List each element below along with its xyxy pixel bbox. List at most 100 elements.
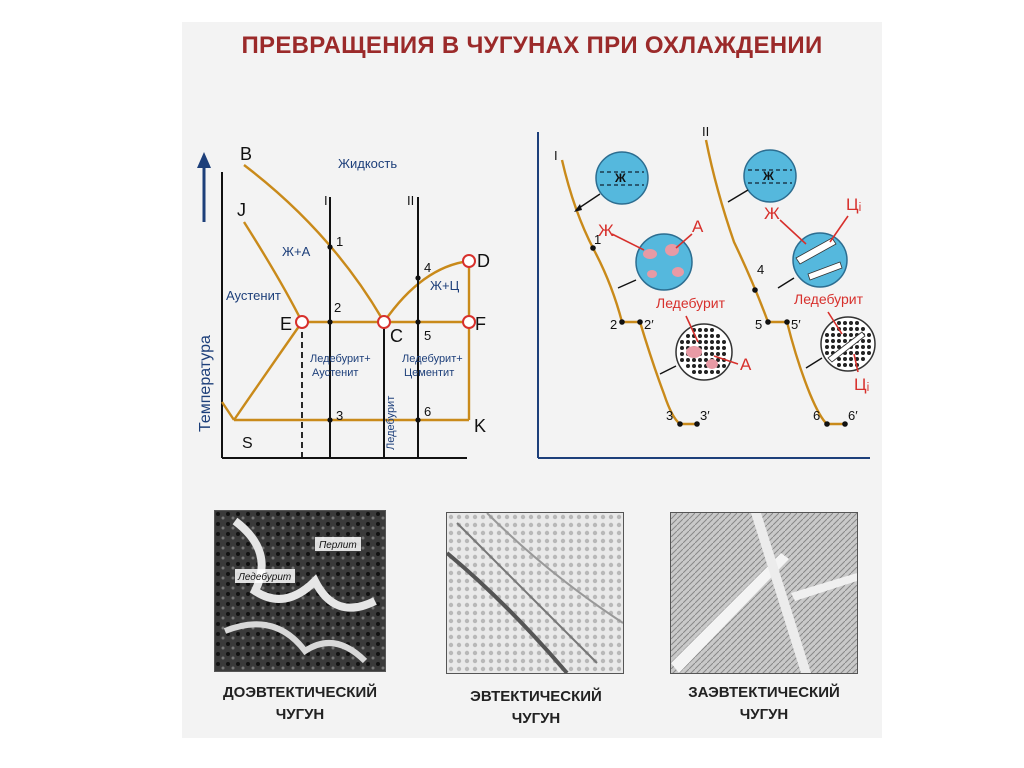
curve1-num-3: 3 [666, 408, 673, 423]
ledeburite-dot [680, 352, 684, 356]
liquidus-bc [243, 164, 386, 323]
bubble-ii-pointer-1 [727, 189, 749, 203]
ledeburite-dot [692, 340, 696, 344]
ledeburite-dot [704, 346, 708, 350]
ledeburite-dot [831, 345, 835, 349]
curve1-dot-3p [694, 421, 700, 427]
ledeburite-dot [698, 334, 702, 338]
ledeburite-dot [722, 364, 726, 368]
region-liquid: Жидкость [338, 156, 397, 171]
ledeburite-dot [843, 357, 847, 361]
ledeburite-dot [867, 345, 871, 349]
point-c-label: C [390, 326, 403, 346]
marker-dot-1 [327, 244, 333, 250]
liquidus-cd [383, 259, 470, 323]
marker-num-4: 4 [424, 260, 431, 275]
ledeburite-dot [843, 339, 847, 343]
ledeburite-dot [704, 352, 708, 356]
curve2-num-6: 6 [813, 408, 820, 423]
point-e-label: E [280, 314, 292, 334]
liquid-bubble-ii: Ж [743, 149, 797, 203]
arrow-ts-ii [829, 215, 849, 243]
ledeburite-dot [837, 339, 841, 343]
liquid-bubble-ii-label: Ж [762, 169, 774, 183]
point-f-marker [462, 315, 476, 329]
curve2-num-6p: 6′ [848, 408, 858, 423]
ledeburite-dot [843, 333, 847, 337]
ledeburite-dot [825, 333, 829, 337]
curve2-dot-6 [824, 421, 830, 427]
ledeburite-dot [855, 321, 859, 325]
marker-num-2: 2 [334, 300, 341, 315]
caption-hypoeutectic: ДОЭВТЕКТИЧЕСКИЙ ЧУГУН [190, 682, 410, 726]
alloy-label-i: I [324, 193, 328, 208]
slide: ПРЕВРАЩЕНИЯ В ЧУГУНАХ ПРИ ОХЛАЖДЕНИИ Тем… [182, 22, 882, 738]
bubble-i-pointer-3 [659, 365, 677, 375]
ledeburite-dot [861, 327, 865, 331]
curve2-dot-5 [765, 319, 771, 325]
marker-num-1: 1 [336, 234, 343, 249]
caption-hypoeutectic-line1: ДОЭВТЕКТИЧЕСКИЙ [222, 684, 378, 701]
ledeburite-dot [710, 340, 714, 344]
ledeburite-dot [837, 333, 841, 337]
ledeburite-dot [686, 364, 690, 368]
bubble-ii-pointer-3 [805, 357, 823, 369]
region-ledeburite-cementite-line2: Цементит [404, 367, 454, 379]
ledeburite-dot [698, 364, 702, 368]
caption-hypoeutectic-line2: ЧУГУН [275, 706, 325, 723]
ledeburite-dot [722, 352, 726, 356]
curve1-dot-1 [590, 245, 596, 251]
curve2-dot-4 [752, 287, 758, 293]
ledeburite-dot [843, 321, 847, 325]
liquid-bubble-i-label: Ж [614, 171, 626, 185]
curve1-num-3p: 3′ [700, 408, 710, 423]
ledeburite-dot [704, 340, 708, 344]
line-s-corner [221, 401, 235, 421]
curve1-dot-3 [677, 421, 683, 427]
temperature-arrowhead [197, 152, 211, 168]
curve1-dot-2p [637, 319, 643, 325]
ledeburite-dot [716, 334, 720, 338]
label-ledeburit-i: Ледебурит [656, 295, 726, 311]
curve1-num-2p: 2′ [644, 317, 654, 332]
curve-label-ii: II [702, 124, 709, 139]
point-c-marker [377, 315, 391, 329]
point-e-marker [295, 315, 309, 329]
ledeburite-dot [704, 370, 708, 374]
ledeburite-dot [855, 345, 859, 349]
ledeburite-dot [855, 351, 859, 355]
region-ledeburite-austenite-line1: Ледебурит+ [310, 353, 371, 365]
curve2-dot-5p [784, 319, 790, 325]
point-d-label: D [477, 251, 490, 271]
region-liquid-austenite: Ж+А [282, 244, 311, 259]
ledeburite-dot [680, 358, 684, 362]
ledeburite-dot [698, 370, 702, 374]
ledeburite-dot [843, 363, 847, 367]
ledeburite-dot [867, 333, 871, 337]
point-d-marker [462, 254, 476, 268]
ledeburite-dot [704, 328, 708, 332]
caption-hypereutectic: ЗАЭВТЕКТИЧЕСКИЙ ЧУГУН [654, 682, 874, 726]
marker-num-5: 5 [424, 328, 431, 343]
bubble-ii-pointer-2 [777, 277, 795, 289]
marker-dot-6 [415, 417, 421, 423]
ledeburite-dot [692, 364, 696, 368]
marker-dot-4 [415, 275, 421, 281]
ledeburite-dot [710, 346, 714, 350]
region-ledeburite-vertical: Ледебурит [385, 396, 397, 450]
ledeburite-dot [716, 370, 720, 374]
ledeburite-dot [831, 339, 835, 343]
ledeburite-dot [686, 340, 690, 344]
region-austenite: Аустенит [226, 288, 281, 303]
ledeburite-dot [704, 358, 708, 362]
ledeburite-dot [698, 328, 702, 332]
arrow-a-ledeburite-i [713, 355, 739, 365]
arrow-ledeburit-i [685, 315, 699, 343]
curve2-num-5: 5 [755, 317, 762, 332]
ledeburite-dot [692, 370, 696, 374]
caption-hypereutectic-line2: ЧУГУН [739, 706, 789, 723]
point-k-label: K [474, 416, 486, 436]
point-f-label: F [475, 314, 486, 334]
ledeburite-dot [855, 327, 859, 331]
ledeburite-dot [716, 346, 720, 350]
